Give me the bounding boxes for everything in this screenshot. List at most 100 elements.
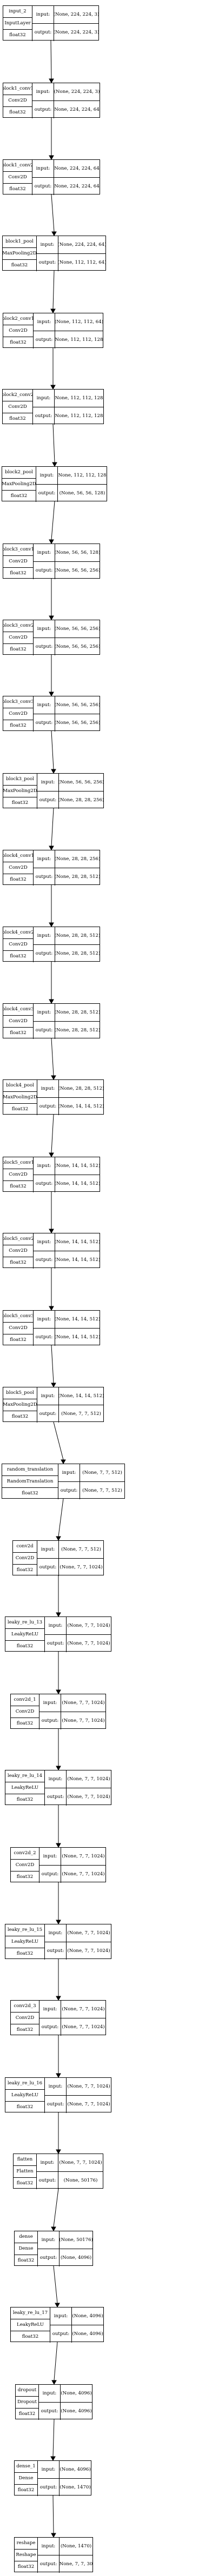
layer-dtype: float32 <box>3 720 34 732</box>
layer-dtype: float32 <box>13 1565 37 1576</box>
output-label: output: <box>38 2249 60 2266</box>
arrow-head-icon <box>50 385 56 390</box>
input-shape: (None, 7, 7, 1024) <box>58 2154 103 2172</box>
layer-class: LeakyReLU <box>5 2090 45 2102</box>
output-shape: (None, 14, 14, 512) <box>55 1180 100 1186</box>
output-label: output: <box>39 1712 61 1729</box>
layer-dtype: float32 <box>5 1641 45 1652</box>
layer-class: Conv2D <box>3 939 34 951</box>
layer-name: block5_conv1 <box>3 1157 34 1169</box>
input-label: input: <box>39 1848 61 1866</box>
output-shape: (None, 112, 112, 128) <box>55 337 103 343</box>
layer-dtype: float32 <box>3 951 34 962</box>
arrow-head-icon <box>50 2456 56 2461</box>
input-shape: (None, 7, 7, 1024) <box>61 2001 105 2018</box>
output-shape: (None, 56, 56, 256) <box>55 567 100 573</box>
output-shape: (None, 7, 7, 1024) <box>60 1564 103 1570</box>
layer-dtype: float32 <box>2 491 36 502</box>
layer-name: leaky_re_lu_15 <box>5 1924 45 1936</box>
layer-dtype: float32 <box>3 1334 34 1346</box>
layer-dtype: float32 <box>3 413 33 425</box>
arrow-head-icon <box>56 1689 61 1695</box>
arrow-head-icon <box>51 2533 56 2538</box>
arrow-head-icon <box>50 308 56 314</box>
layer-class: Conv2D <box>3 632 34 644</box>
edge-line <box>52 270 55 310</box>
output-shape: (None, 28, 28, 512) <box>55 874 100 880</box>
layer-name: flatten <box>14 2154 37 2166</box>
layer-class: MaxPooling2D <box>3 248 37 260</box>
input-shape: (None, 14, 14, 512) <box>55 1311 100 1329</box>
layer-name: block1_pool <box>3 236 37 248</box>
arrow-head-icon <box>51 1383 56 1388</box>
edge-line <box>53 2188 59 2228</box>
output-label: output: <box>37 1098 59 1115</box>
layer-dtype: float32 <box>3 874 34 886</box>
input-label: input: <box>45 2078 67 2096</box>
input-shape: (None, 56, 56, 256) <box>55 620 100 638</box>
layer-dtype: float32 <box>3 1104 37 1115</box>
layer-class: InputLayer <box>3 18 32 30</box>
input-shape: (None, 14, 14, 512) <box>55 1233 100 1251</box>
output-shape: (None, 112, 112, 128) <box>55 413 103 419</box>
edge-line <box>53 1421 64 1460</box>
edge-line <box>51 808 54 847</box>
output-label: output: <box>34 638 55 655</box>
layer-class: Conv2D <box>3 325 34 337</box>
layer-dtype: float32 <box>14 2178 37 2189</box>
input-label: input: <box>37 1080 59 1098</box>
arrow-head-icon <box>49 999 54 1004</box>
layer-dtype: float32 <box>3 260 37 271</box>
input-label: input: <box>38 2461 60 2479</box>
output-shape: (None, 28, 28, 512) <box>55 1027 100 1033</box>
arrow-head-icon <box>51 1075 56 1081</box>
output-shape: (None, 112, 112, 64) <box>58 259 105 265</box>
layer-name: random_translation <box>2 1464 58 1476</box>
output-label: output: <box>34 562 55 579</box>
arrow-head-icon <box>56 1536 61 1541</box>
layer-dtype: float32 <box>15 2561 38 2573</box>
layer-class: MaxPooling2D <box>3 1399 37 1411</box>
layer-dtype: float32 <box>16 2409 39 2420</box>
layer-dtype: float32 <box>3 107 32 118</box>
layer-class: Conv2D <box>11 2013 39 2024</box>
layer-name: block3_conv1 <box>3 544 34 556</box>
edge-line <box>51 194 55 232</box>
input-shape: [(None, 224, 224, 3)] <box>54 6 98 24</box>
input-label: input: <box>39 2001 61 2018</box>
output-label: output: <box>45 1788 67 1806</box>
edge-line <box>51 501 55 540</box>
layer-name: conv2d <box>13 1541 37 1553</box>
output-label: output: <box>38 2479 60 2496</box>
layer-class: LeakyReLU <box>5 1629 45 1641</box>
arrow-head-icon <box>51 769 56 774</box>
layer-name: block2_conv2 <box>3 390 33 401</box>
output-label: output: <box>34 868 55 886</box>
output-label: output: <box>37 1405 59 1423</box>
input-shape: (None, 56, 56, 128) <box>55 544 100 562</box>
arrow-head-icon <box>56 2073 61 2078</box>
output-shape: (None, 56, 56, 128) <box>59 490 105 496</box>
layer-name: conv2d_1 <box>11 1694 39 1706</box>
output-shape: (None, 56, 56, 256) <box>55 720 100 726</box>
input-shape: (None, 7, 7, 1024) <box>61 1694 105 1712</box>
input-shape: (None, 7, 7, 1024) <box>67 1770 111 1788</box>
layer-name: block4_pool <box>3 1080 37 1092</box>
layer-class: Conv2D <box>3 401 33 413</box>
layer-dtype: float32 <box>15 2255 38 2266</box>
layer-class: Dense <box>15 2473 38 2485</box>
input-label: input: <box>34 544 55 562</box>
layer-class: Dropout <box>16 2397 39 2409</box>
output-shape: (None, 28, 28, 512) <box>55 950 100 956</box>
